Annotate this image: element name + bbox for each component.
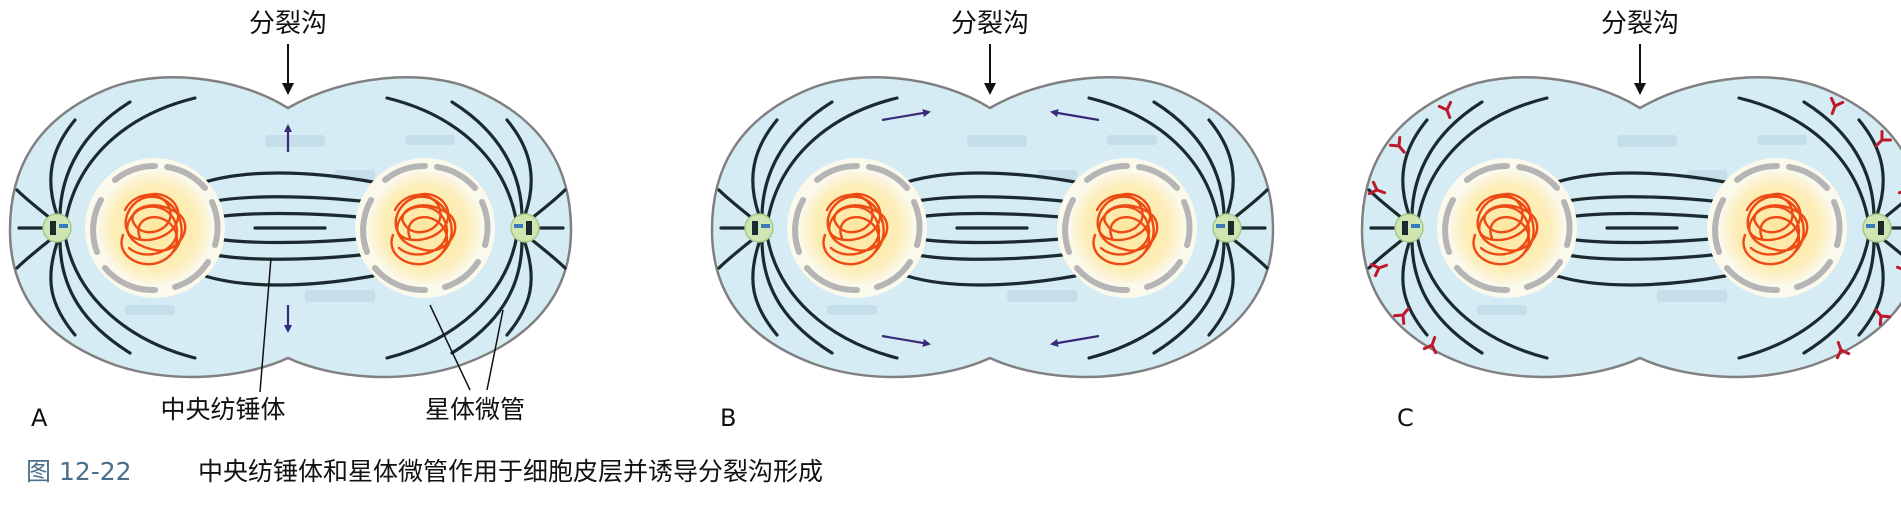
panel-a: 分裂沟 中央纺锤体 星体微管 A: [10, 9, 571, 432]
astral-microtubules-label: 星体微管: [425, 395, 525, 424]
panel-b-arrow-bottom-right: [1050, 334, 1100, 347]
caption-number: 图 12-22: [26, 457, 132, 486]
figure-caption: 图 12-22 中央纺锤体和星体微管作用于细胞皮层并诱导分裂沟形成: [26, 457, 823, 486]
panel-c: 分裂沟 C: [1362, 9, 1901, 432]
panel-c-letter: C: [1397, 404, 1414, 432]
panel-b-arrow-top-left: [881, 109, 931, 122]
panel-b-arrow-top-right: [1050, 109, 1100, 122]
panel-b-arrow-bottom-left: [881, 334, 931, 347]
panel-c-furrow-label: 分裂沟: [1601, 9, 1679, 39]
astral-pointer-1: [429, 304, 471, 391]
caption-text: 中央纺锤体和星体微管作用于细胞皮层并诱导分裂沟形成: [198, 457, 823, 486]
central-spindle-pointer: [259, 257, 272, 393]
central-spindle-label: 中央纺锤体: [160, 395, 285, 424]
panel-b-furrow-label: 分裂沟: [951, 9, 1029, 39]
panel-b: 分裂沟 B: [712, 9, 1273, 432]
panel-a-furrow-label: 分裂沟: [249, 9, 327, 39]
panel-a-letter: A: [31, 404, 48, 432]
panel-b-letter: B: [720, 404, 736, 432]
astral-pointer-2: [486, 309, 504, 391]
